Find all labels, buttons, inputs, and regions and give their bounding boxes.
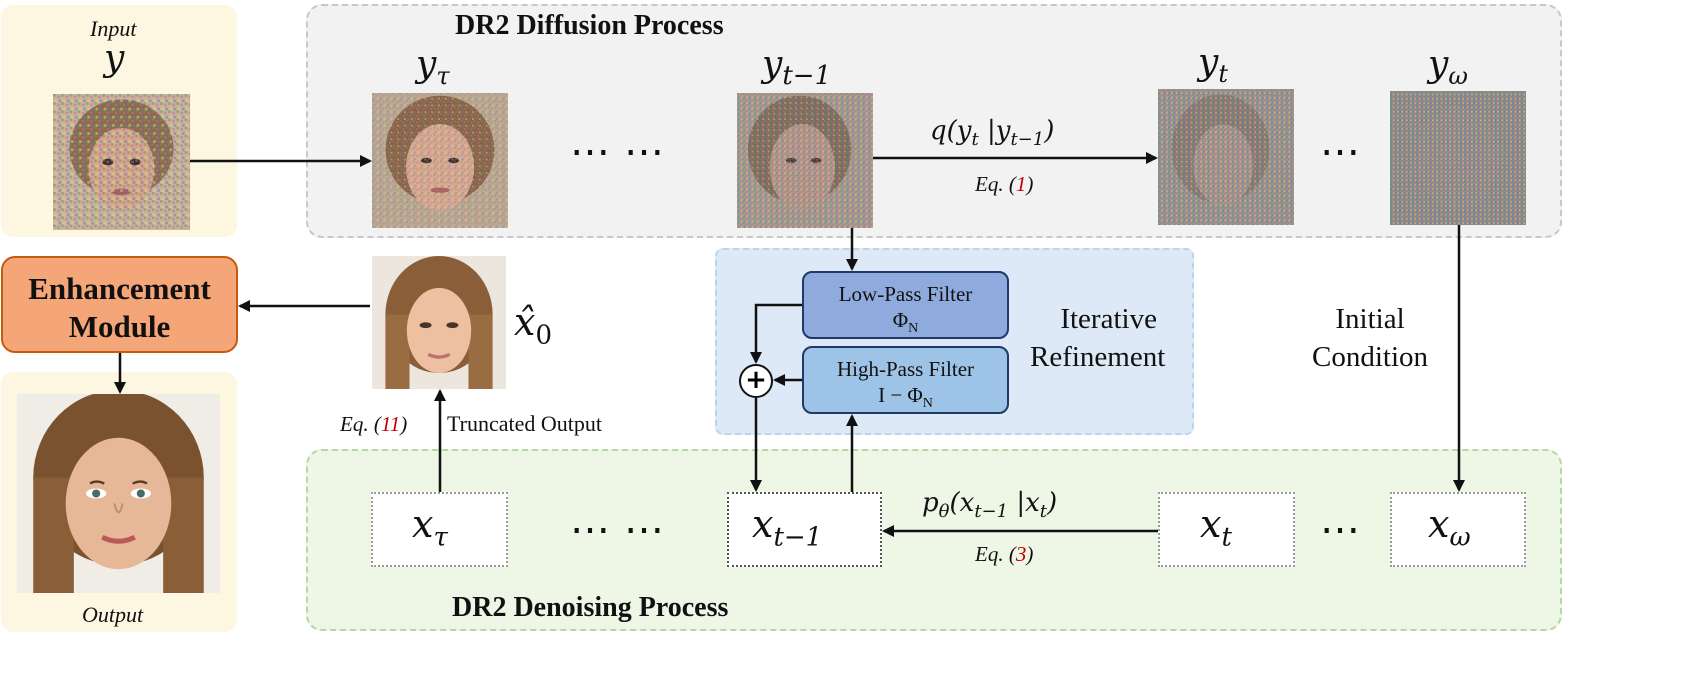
diffusion-ellipsis-short: ⋯	[1320, 129, 1360, 174]
initial-condition-label: Initial Condition	[1312, 300, 1428, 376]
x-tau-symbol: xτ	[412, 502, 448, 553]
y-t-minus-1-symbol: yt−1	[762, 44, 832, 92]
low-pass-filter-symbol: ΦN	[892, 308, 919, 337]
denoising-ellipsis-short: ⋯	[1320, 507, 1360, 552]
y-t-symbol: yt	[1198, 42, 1228, 89]
reverse-eq-reference: Eq. (3)	[975, 542, 1034, 566]
forward-eq-reference: Eq. (1)	[975, 172, 1034, 196]
enhancement-label-line1: Enhancement	[28, 271, 211, 306]
high-pass-filter-symbol: I − ΦN	[878, 383, 933, 412]
denoising-panel	[306, 449, 1562, 631]
x-omega-box	[1390, 492, 1526, 567]
low-pass-filter-box: Low-Pass Filter ΦN	[802, 271, 1009, 339]
denoising-ellipsis-long: ⋯ ⋯	[570, 507, 666, 552]
sum-node-plus-icon: +	[739, 364, 773, 398]
low-pass-filter-label: Low-Pass Filter	[838, 282, 973, 306]
x-t-box	[1158, 492, 1295, 567]
x0-estimate-face-image	[372, 256, 506, 389]
y-tau-symbol: yτ	[416, 44, 450, 91]
initial-condition-line2: Condition	[1312, 341, 1429, 373]
forward-transition-formula: q(yt |yt−1)	[930, 116, 1055, 151]
input-symbol: y	[104, 38, 125, 79]
y-omega-symbol: yω	[1428, 44, 1468, 91]
y-tau-noisy-face-image	[372, 93, 508, 228]
x-omega-symbol: xω	[1428, 502, 1471, 553]
enhancement-label-line2: Module	[68, 309, 171, 344]
initial-condition-line1: Initial	[1335, 303, 1405, 335]
output-restored-face-image	[17, 394, 220, 593]
iterative-refinement-line2: Refinement	[1030, 341, 1166, 373]
y-t-minus-1-noisy-face-image	[737, 93, 873, 228]
reverse-transition-formula: pθ(xt−1 |xt)	[922, 488, 1058, 523]
x0-hat-symbol: x̂0	[514, 300, 552, 351]
truncated-eq-reference: Eq. (11)	[340, 412, 408, 436]
input-label: Input	[90, 16, 137, 41]
high-pass-filter-label: High-Pass Filter	[836, 357, 975, 381]
y-t-noisy-face-image	[1158, 89, 1294, 225]
output-label: Output	[82, 602, 144, 627]
diffusion-title: DR2 Diffusion Process	[455, 10, 724, 41]
y-omega-noisy-face-image	[1390, 91, 1526, 225]
high-pass-filter-box: High-Pass Filter I − ΦN	[802, 346, 1009, 414]
enhancement-module-box: Enhancement Module	[1, 256, 238, 353]
truncated-output-label: Truncated Output	[447, 411, 603, 436]
input-degraded-face-image	[53, 94, 190, 230]
x-t-symbol: xt	[1200, 502, 1232, 553]
iterative-refinement-line1: Iterative	[1060, 303, 1157, 335]
diffusion-panel	[306, 4, 1562, 238]
x-t-minus-1-box	[727, 492, 882, 567]
x-tau-box	[371, 492, 508, 567]
denoising-title: DR2 Denoising Process	[452, 592, 729, 623]
iterative-refinement-title: Iterative Refinement	[1030, 300, 1165, 376]
diffusion-ellipsis-long: ⋯ ⋯	[570, 129, 666, 174]
x-t-minus-1-symbol: xt−1	[752, 502, 823, 553]
